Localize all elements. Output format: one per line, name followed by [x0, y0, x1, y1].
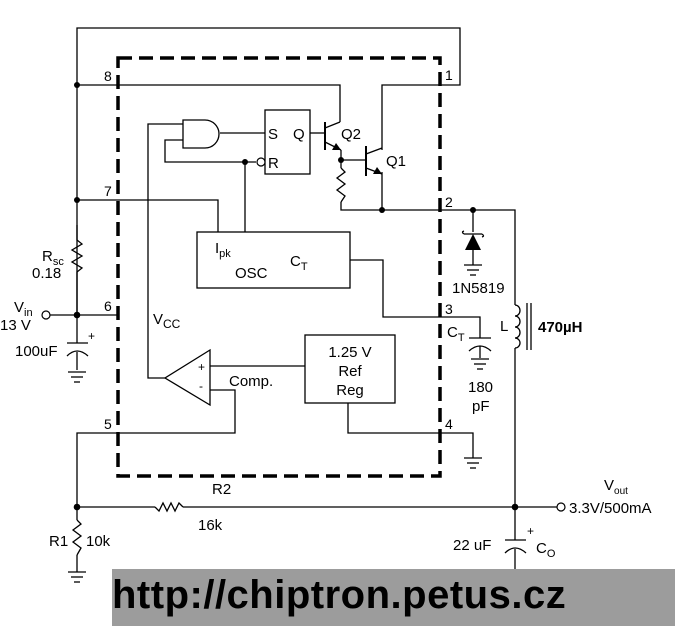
oscillator-block [196, 231, 351, 289]
cin-value: 100uF [15, 343, 58, 360]
ground-icon [471, 358, 489, 370]
vcc-label: VCC [153, 311, 181, 331]
base-resistor [335, 167, 347, 203]
pin-1-label: 1 [445, 67, 453, 83]
schottky-diode [461, 230, 485, 250]
pin-2-label: 2 [445, 194, 453, 210]
rsc-resistor [70, 225, 84, 315]
r2-resistor [154, 501, 184, 513]
watermark-url: http://chiptron.petus.cz [112, 573, 567, 617]
q1-label: Q1 [386, 153, 406, 170]
ref-line1: 1.25 V [328, 344, 371, 361]
pin-4-label: 4 [445, 416, 453, 432]
ground-icon [68, 571, 86, 583]
ct-name: CT [447, 324, 465, 344]
watermark-banner: http://chiptron.petus.cz [112, 569, 675, 626]
and-gate [182, 119, 220, 149]
co-value: 22 uF [453, 537, 491, 554]
r1-value: 10k [86, 533, 111, 550]
ref-line2: Ref [338, 363, 362, 380]
pin-3-label: 3 [445, 301, 453, 317]
comparator-label: Comp. [229, 373, 273, 390]
co-plus: + [527, 524, 534, 538]
vout-name: Vout [604, 477, 628, 497]
r-inverter-bubble [256, 157, 266, 167]
vout-terminal[interactable] [556, 502, 566, 512]
r1-resistor [71, 519, 83, 556]
ct-unit: pF [472, 398, 490, 415]
sr-flipflop [264, 109, 311, 175]
ground-icon [464, 457, 482, 469]
q1-transistor [365, 146, 383, 176]
ic-outline [116, 56, 442, 478]
comparator-minus: - [199, 379, 203, 393]
inductor [514, 303, 532, 350]
junction-dots [73, 82, 519, 511]
reference-regulator-block [304, 334, 396, 404]
vin-name: Vin [14, 299, 33, 319]
ground-icon [464, 264, 482, 276]
cin-plus: + [88, 329, 95, 343]
rsc-name: Rsc [42, 248, 64, 268]
inductor-name: L [500, 318, 508, 335]
inductor-value: 470µH [538, 319, 583, 336]
ff-q-label: Q [293, 126, 305, 143]
ground-icon [68, 371, 86, 383]
vout-value: 3.3V/500mA [569, 500, 652, 517]
wires [50, 27, 557, 572]
osc-label: OSC [235, 265, 268, 282]
ct-capacitor [468, 337, 492, 352]
pin-6-label: 6 [104, 298, 112, 314]
ref-line3: Reg [336, 382, 364, 399]
rsc-value: 0.18 [32, 265, 61, 282]
vin-value: 13 V [0, 317, 31, 334]
q2-label: Q2 [341, 126, 361, 143]
pin-5-label: 5 [104, 416, 112, 432]
osc-ct-label: CT [290, 253, 308, 273]
vin-terminal[interactable] [41, 310, 51, 320]
q2-transistor [324, 121, 342, 151]
ff-r-label: R [268, 155, 279, 172]
pin-7-label: 7 [104, 183, 112, 199]
comparator-plus: + [198, 360, 205, 374]
r2-value: 16k [198, 517, 223, 534]
diode-label: 1N5819 [452, 280, 505, 297]
ct-value: 180 [468, 379, 493, 396]
ff-s-label: S [268, 126, 278, 143]
comparator [163, 348, 211, 407]
r1-name: R1 [49, 533, 68, 550]
co-name: CO [536, 540, 556, 560]
ipk-label: Ipk [215, 240, 231, 260]
pin-8-label: 8 [104, 68, 112, 84]
co-capacitor [504, 539, 527, 554]
cin-capacitor [66, 342, 89, 357]
r2-name: R2 [212, 481, 231, 498]
